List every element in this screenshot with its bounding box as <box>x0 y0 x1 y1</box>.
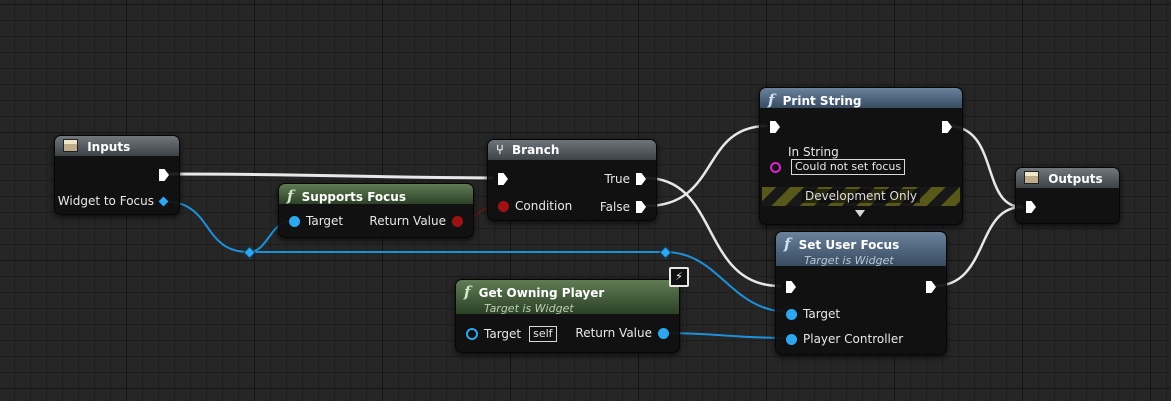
function-icon: f <box>287 187 294 205</box>
object-wire-player-to-controller <box>660 332 791 339</box>
node-title: Print String <box>782 94 862 108</box>
object-pin-icon[interactable] <box>289 215 300 227</box>
node-header[interactable]: ⑂ Branch <box>488 140 656 160</box>
exec-in-pin[interactable] <box>1026 201 1036 213</box>
pin-label: False <box>599 200 630 214</box>
object-pin-icon[interactable] <box>786 333 797 345</box>
exec-pin-icon[interactable] <box>636 173 646 185</box>
supports-focus-node[interactable]: f Supports Focus Target Return Value <box>278 183 474 238</box>
object-pin-icon[interactable] <box>658 327 669 339</box>
in-string-label-row: In String <box>788 145 839 159</box>
exec-pin-icon[interactable] <box>770 121 780 133</box>
pin-label: Target <box>484 327 522 341</box>
pin-label: Target <box>803 307 841 321</box>
target-pin[interactable]: Target <box>786 307 846 321</box>
return-value-pin[interactable]: Return Value <box>569 326 669 340</box>
node-header[interactable]: f Get Owning Player Target is Widget <box>456 280 679 315</box>
exec-wire-false-to-print-string <box>644 124 768 208</box>
pin-label: Widget to Focus <box>57 194 154 208</box>
branch-icon: ⑂ <box>496 143 504 158</box>
exec-in-pin[interactable] <box>786 281 796 293</box>
exec-in-pin[interactable] <box>770 121 780 133</box>
branch-node[interactable]: ⑂ Branch Condition True False <box>487 139 657 221</box>
function-icon: f <box>768 91 775 109</box>
object-pin-icon[interactable] <box>466 328 478 340</box>
set-user-focus-node[interactable]: f Set User Focus Target is Widget Target… <box>775 231 947 355</box>
node-title: Inputs <box>87 140 131 154</box>
exec-pin-icon[interactable] <box>786 281 796 293</box>
pin-label: True <box>604 172 631 186</box>
target-value-box[interactable]: self <box>529 326 557 342</box>
pin-label: Condition <box>515 199 573 213</box>
condition-pin[interactable]: Condition <box>498 199 578 213</box>
node-title: Supports Focus <box>301 190 406 204</box>
bool-pin-icon[interactable] <box>452 215 463 227</box>
node-header[interactable]: f Set User Focus Target is Widget <box>776 232 946 267</box>
exec-pin-icon[interactable] <box>926 281 936 293</box>
node-header[interactable]: Inputs <box>55 136 179 156</box>
function-icon: f <box>464 283 471 301</box>
node-header[interactable]: f Supports Focus <box>279 184 473 205</box>
object-pin-icon[interactable] <box>158 196 169 206</box>
node-title: Outputs <box>1048 172 1103 186</box>
exec-pin-icon[interactable] <box>498 173 508 185</box>
target-pin[interactable]: Target <box>289 214 349 228</box>
node-subtitle: Target is Widget <box>804 254 894 267</box>
exec-pin-icon[interactable] <box>159 169 169 181</box>
node-title: Branch <box>512 143 560 157</box>
player-controller-pin[interactable]: Player Controller <box>786 332 909 346</box>
pin-label: Return Value <box>369 214 446 228</box>
inputs-node[interactable]: Inputs Widget to Focus <box>54 135 180 215</box>
exec-pin-icon[interactable] <box>942 121 952 133</box>
node-subtitle: Target is Widget <box>484 302 574 315</box>
expand-arrow-icon[interactable] <box>855 210 865 217</box>
exec-out-pin[interactable] <box>926 281 936 293</box>
tunnel-icon <box>1024 171 1039 184</box>
print-string-node[interactable]: f Print String In String Could not set f… <box>759 87 963 225</box>
banner-label: Development Only <box>801 189 921 203</box>
exec-in-pin[interactable] <box>498 173 508 185</box>
pin-label: Player Controller <box>803 332 904 346</box>
bool-pin-icon[interactable] <box>498 200 509 212</box>
true-pin[interactable]: True <box>599 172 646 186</box>
node-header[interactable]: f Print String <box>760 88 962 109</box>
exec-pin-icon[interactable] <box>1026 201 1036 213</box>
development-only-banner: Development Only <box>762 187 960 206</box>
in-string-pin[interactable]: Could not set focus <box>770 159 906 175</box>
reroute-node[interactable] <box>659 246 672 259</box>
false-pin[interactable]: False <box>594 200 646 214</box>
node-header[interactable]: Outputs <box>1016 168 1119 188</box>
in-string-input[interactable]: Could not set focus <box>791 159 906 175</box>
target-pin[interactable]: Target self <box>466 326 557 342</box>
get-owning-player-node[interactable]: f Get Owning Player Target is Widget Tar… <box>455 279 680 353</box>
object-pin-icon[interactable] <box>786 308 797 320</box>
client-only-icon: ⚡ <box>669 267 689 287</box>
tunnel-icon <box>63 139 78 152</box>
string-pin-icon[interactable] <box>770 161 781 173</box>
outputs-node[interactable]: Outputs <box>1015 167 1120 224</box>
pin-label: Target <box>306 214 344 228</box>
exec-pin-icon[interactable] <box>636 201 646 213</box>
pin-label: In String <box>788 145 839 159</box>
exec-out-pin[interactable] <box>942 121 952 133</box>
widget-to-focus-pin[interactable]: Widget to Focus <box>52 194 169 208</box>
return-value-pin[interactable]: Return Value <box>363 214 463 228</box>
node-title: Get Owning Player <box>478 286 605 300</box>
function-icon: f <box>784 235 791 253</box>
node-title: Set User Focus <box>798 238 900 252</box>
pin-label: Return Value <box>575 326 652 340</box>
exec-out-pin[interactable] <box>159 169 169 181</box>
reroute-node[interactable] <box>243 246 256 259</box>
exec-wire-inputs-to-branch <box>164 172 494 180</box>
